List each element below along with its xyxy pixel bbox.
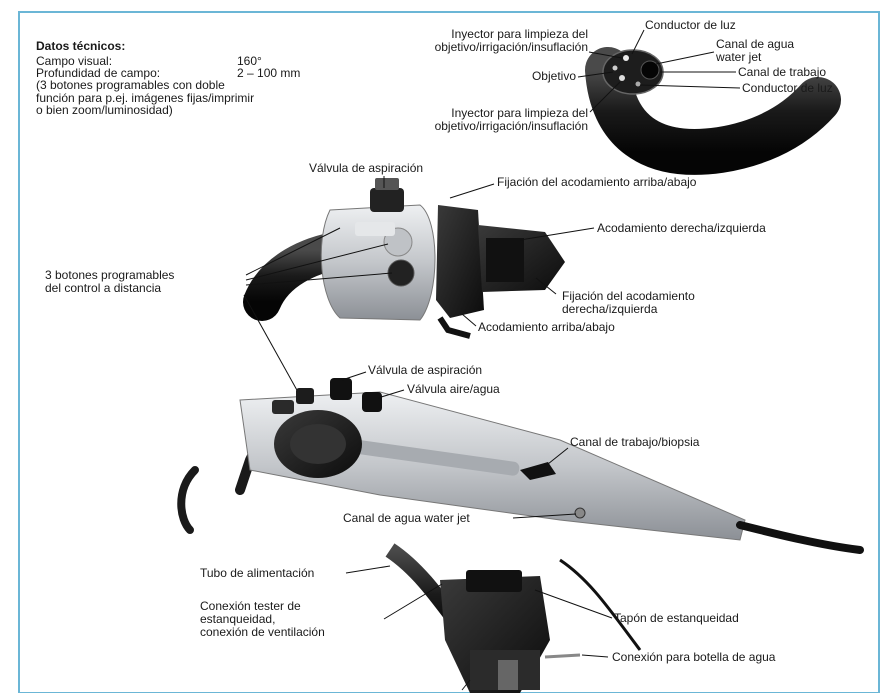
label-tip-injector-bottom: Inyector para limpieza del objetivo/irri…	[435, 107, 588, 133]
specs-depth-value: 2 – 100 mm	[237, 67, 300, 80]
specs-note: (3 botones programables con doble funció…	[36, 79, 254, 117]
label-head-buttons: 3 botones programables del control a dis…	[45, 269, 174, 295]
label-tip-objective: Objetivo	[532, 70, 576, 83]
label-tip-injector-top: Inyector para limpieza del objetivo/irri…	[435, 28, 588, 54]
label-tip-light-bottom: Conductor de luz	[742, 82, 833, 95]
label-head-bend-updown: Acodamiento arriba/abajo	[478, 321, 615, 334]
label-connector-leak-tester: Conexión tester de estanqueidad, conexió…	[200, 600, 325, 639]
label-body-biopsy-channel: Canal de trabajo/biopsia	[570, 436, 699, 449]
label-head-lock-rightleft: Fijación del acodamiento derecha/izquier…	[562, 290, 695, 316]
connector-illustration	[390, 550, 640, 693]
specs-title: Datos técnicos:	[36, 40, 125, 53]
label-body-air-water-valve: Válvula aire/agua	[407, 383, 500, 396]
scope-body-illustration	[181, 378, 860, 550]
label-connector-water-bottle: Conexión para botella de agua	[612, 651, 775, 664]
label-tip-light-top: Conductor de luz	[645, 19, 736, 32]
label-connector-sealing-cap: Tapón de estanqueidad	[614, 612, 739, 625]
label-head-bend-rightleft: Acodamiento derecha/izquierda	[597, 222, 766, 235]
label-tip-work-channel: Canal de trabajo	[738, 66, 826, 79]
label-head-suction-valve: Válvula de aspiración	[309, 162, 423, 175]
label-tip-water-jet: Canal de agua water jet	[716, 38, 794, 64]
label-head-lock-updown: Fijación del acodamiento arriba/abajo	[497, 176, 696, 189]
label-connector-supply-tube: Tubo de alimentación	[200, 567, 314, 580]
label-body-suction-valve: Válvula de aspiración	[368, 364, 482, 377]
control-head-illustration	[262, 178, 565, 336]
label-body-water-jet-channel: Canal de agua water jet	[343, 512, 470, 525]
